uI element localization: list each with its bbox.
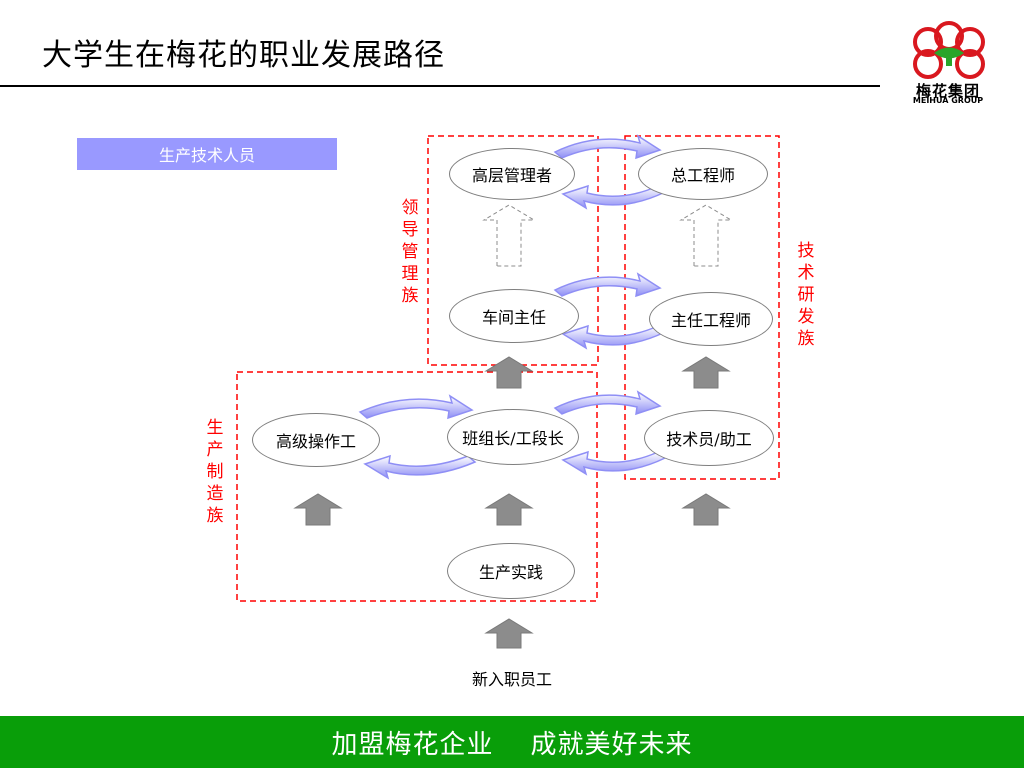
up-arrow <box>681 493 731 526</box>
up-arrow <box>484 356 534 389</box>
footer-slogan-left: 加盟梅花企业 <box>331 729 494 760</box>
cycle-arrow <box>561 450 667 476</box>
logo-name: 梅花集团 <box>915 82 980 100</box>
footer-gap <box>493 727 530 757</box>
node-chief-engineer: 总工程师 <box>638 148 768 200</box>
node-senior-operator: 高级操作工 <box>252 413 380 467</box>
node-senior-manager: 高层管理者 <box>449 148 575 200</box>
up-arrow <box>681 356 731 389</box>
cycle-arrow <box>553 272 662 298</box>
up-arrow <box>484 618 534 649</box>
footer-banner: 加盟梅花企业 成就美好未来 <box>0 716 1024 768</box>
node-team-leader: 班组长/工段长 <box>447 409 579 465</box>
cycle-arrow <box>561 184 667 210</box>
production-region <box>236 371 598 602</box>
cycle-arrow <box>553 134 662 160</box>
cycle-arrow <box>561 324 667 350</box>
cycle-arrow <box>358 394 474 420</box>
logo-subtitle: MEIHUA GROUP <box>912 96 984 105</box>
family-label-technical: 技术研发族 <box>797 241 815 349</box>
technical-region <box>624 135 780 480</box>
title-divider <box>0 85 880 87</box>
up-arrow <box>484 493 534 526</box>
up-arrow <box>293 493 343 526</box>
family-label-leadership: 领导管理族 <box>401 198 419 306</box>
node-workshop-director: 车间主任 <box>449 289 579 343</box>
meihua-logo-icon <box>913 21 985 79</box>
dashed-up-arrow-right <box>679 204 733 267</box>
node-production-practice: 生产实践 <box>447 543 575 599</box>
family-label-production: 生产制造族 <box>206 418 224 526</box>
career-path-diagram <box>236 134 780 649</box>
node-technician: 技术员/助工 <box>644 410 774 466</box>
entry-label: 新入职员工 <box>471 670 552 689</box>
category-label: 生产技术人员 <box>77 138 337 170</box>
node-principal-engineer: 主任工程师 <box>649 292 773 346</box>
dashed-up-arrow-left <box>482 204 536 267</box>
cycle-arrow <box>553 390 662 416</box>
footer-slogan-right: 成就美好未来 <box>530 729 693 760</box>
page-title: 大学生在梅花的职业发展路径 <box>42 38 445 73</box>
cycle-arrow <box>363 454 477 480</box>
